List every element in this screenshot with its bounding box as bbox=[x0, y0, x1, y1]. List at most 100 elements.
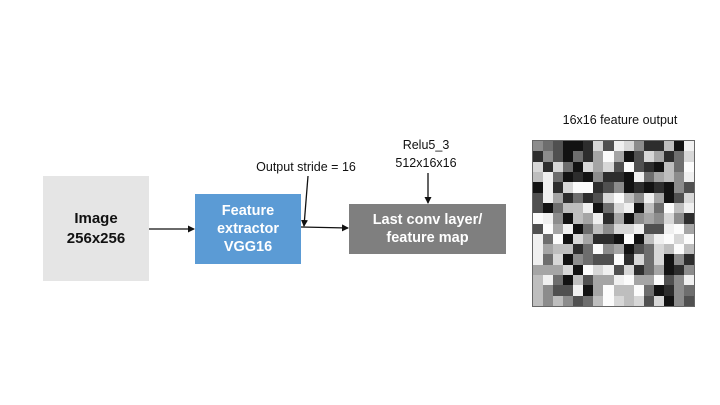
feature-map-cell bbox=[603, 295, 614, 306]
feature-map-cell bbox=[543, 244, 554, 255]
feature-map-cell bbox=[643, 151, 654, 162]
feature-map-cell bbox=[593, 151, 604, 162]
feature-map-cell bbox=[643, 285, 654, 296]
feature-extractor-model: VGG16 bbox=[223, 239, 273, 256]
feature-map-cell bbox=[563, 264, 574, 276]
feature-map-cell bbox=[673, 233, 684, 245]
feature-map-cell bbox=[573, 233, 584, 245]
feature-map-cell bbox=[563, 182, 574, 193]
feature-map-cell bbox=[663, 192, 674, 203]
feature-map-cell bbox=[563, 141, 574, 152]
feature-map-cell bbox=[663, 254, 674, 265]
feature-map-cell bbox=[653, 244, 664, 255]
feature-map-cell bbox=[663, 171, 674, 183]
feature-map-cell bbox=[563, 285, 574, 296]
feature-map-cell bbox=[593, 275, 604, 286]
feature-map-cell bbox=[653, 233, 664, 245]
feature-map-cell bbox=[683, 233, 694, 245]
feature-map-cell bbox=[653, 161, 664, 172]
feature-map-cell bbox=[643, 223, 654, 234]
feature-map-cell bbox=[533, 233, 544, 245]
feature-output-title: 16x16 feature output bbox=[562, 113, 678, 127]
feature-map-cell bbox=[673, 141, 684, 152]
feature-map-cell bbox=[553, 171, 564, 183]
feature-map-cell bbox=[653, 202, 664, 214]
feature-map-cell bbox=[643, 295, 654, 306]
feature-map-cell bbox=[613, 223, 624, 234]
feature-map-cell bbox=[653, 213, 664, 224]
last-conv-layer-box: Last conv layer/ feature map bbox=[349, 204, 506, 254]
last-conv-layer-line-1: Last conv layer/ bbox=[372, 211, 483, 228]
feature-map-cell bbox=[533, 202, 544, 214]
feature-map-cell bbox=[633, 171, 644, 183]
feature-map-cell bbox=[613, 254, 624, 265]
feature-map-cell bbox=[643, 141, 654, 152]
feature-map-cell bbox=[623, 202, 634, 214]
feature-map-cell bbox=[683, 244, 694, 255]
feature-map-cell bbox=[553, 161, 564, 172]
feature-map-cell bbox=[583, 202, 594, 214]
feature-map-cell bbox=[643, 233, 654, 245]
feature-map-cell bbox=[633, 213, 644, 224]
feature-map-cell bbox=[683, 202, 694, 214]
feature-map-cell bbox=[673, 171, 684, 183]
feature-map-cell bbox=[653, 182, 664, 193]
feature-map-cell bbox=[673, 182, 684, 193]
feature-map-cell bbox=[573, 171, 584, 183]
feature-map-cell bbox=[593, 244, 604, 255]
feature-map-cell bbox=[683, 275, 694, 286]
feature-map-cell bbox=[603, 244, 614, 255]
feature-map-cell bbox=[563, 254, 574, 265]
input-image-title: Image bbox=[74, 210, 118, 227]
feature-map-cell bbox=[533, 275, 544, 286]
feature-map-cell bbox=[593, 254, 604, 265]
feature-map-cell bbox=[583, 285, 594, 296]
feature-map-cell bbox=[633, 182, 644, 193]
feature-map-cell bbox=[673, 254, 684, 265]
feature-map-cell bbox=[543, 295, 554, 306]
feature-map-cell bbox=[603, 223, 614, 234]
feature-map-cell bbox=[663, 233, 674, 245]
feature-map-cell bbox=[563, 161, 574, 172]
feature-map-cell bbox=[603, 285, 614, 296]
feature-map-cell bbox=[553, 264, 564, 276]
feature-map-cell bbox=[653, 285, 664, 296]
feature-map-cell bbox=[683, 171, 694, 183]
feature-map-cell bbox=[623, 244, 634, 255]
feature-map-cell bbox=[623, 141, 634, 152]
feature-map-cell bbox=[573, 264, 584, 276]
feature-map-cell bbox=[533, 141, 544, 152]
feature-map-cell bbox=[683, 223, 694, 234]
feature-map-cell bbox=[673, 275, 684, 286]
feature-map-cell bbox=[613, 202, 624, 214]
feature-map-cell bbox=[563, 192, 574, 203]
feature-map-cell bbox=[543, 151, 554, 162]
feature-map-cell bbox=[663, 202, 674, 214]
feature-map-cell bbox=[533, 244, 544, 255]
feature-map-cell bbox=[633, 161, 644, 172]
feature-map-cell bbox=[533, 223, 544, 234]
feature-map-cell bbox=[543, 161, 554, 172]
feature-map-cell bbox=[623, 192, 634, 203]
feature-map-cell bbox=[573, 244, 584, 255]
feature-map-cell bbox=[623, 213, 634, 224]
feature-map-cell bbox=[583, 244, 594, 255]
feature-map-cell bbox=[653, 275, 664, 286]
feature-map-cell bbox=[663, 264, 674, 276]
feature-map-cell bbox=[623, 264, 634, 276]
feature-map-cell bbox=[603, 275, 614, 286]
feature-map-cell bbox=[633, 151, 644, 162]
feature-map-cell bbox=[633, 233, 644, 245]
feature-map-cell bbox=[683, 264, 694, 276]
feature-map-cell bbox=[653, 171, 664, 183]
feature-map-cell bbox=[583, 161, 594, 172]
feature-map-cell bbox=[593, 213, 604, 224]
feature-map-cell bbox=[583, 141, 594, 152]
feature-map-cell bbox=[613, 171, 624, 183]
feature-map-cell bbox=[533, 192, 544, 203]
feature-map-cell bbox=[573, 295, 584, 306]
feature-map-grid bbox=[532, 140, 695, 307]
feature-map-cell bbox=[623, 223, 634, 234]
feature-map-cell bbox=[633, 202, 644, 214]
